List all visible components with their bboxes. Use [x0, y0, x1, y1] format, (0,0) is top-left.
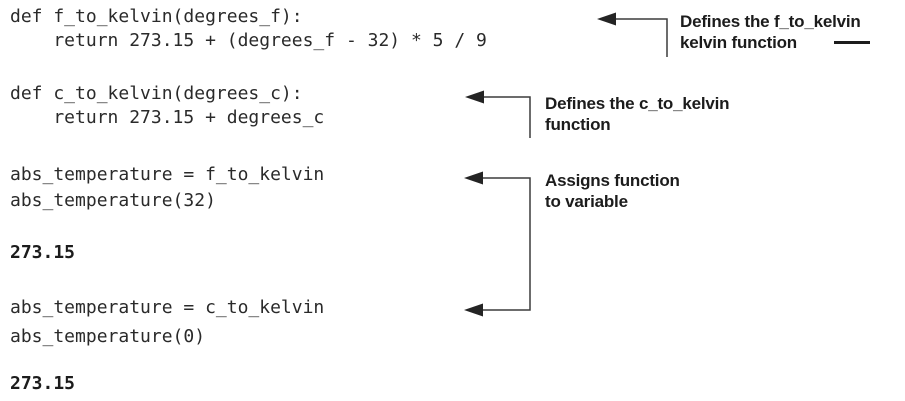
annotation-text-line: Defines the c_to_kelvin — [545, 94, 730, 113]
stray-overline-mark — [834, 41, 870, 44]
code-line-def-f-to-kelvin: def f_to_kelvin(degrees_f): — [10, 6, 303, 27]
annotation-assigns-function: Assigns function to variable — [545, 170, 680, 212]
code-line-assign-f: abs_temperature = f_to_kelvin — [10, 164, 325, 185]
arrow-c-to-kelvin — [465, 90, 531, 138]
code-line-return-c: return 273.15 + degrees_c — [10, 107, 325, 128]
code-line-call-0: abs_temperature(0) — [10, 326, 206, 347]
output-value-2: 273.15 — [10, 373, 76, 394]
annotation-defines-c-to-kelvin: Defines the c_to_kelvin function — [545, 93, 730, 135]
annotation-text-line: Defines the f_to_kelvin — [680, 12, 861, 31]
arrow-f-to-kelvin — [597, 12, 668, 57]
code-line-assign-c: abs_temperature = c_to_kelvin — [10, 297, 325, 318]
annotation-text-line: to variable — [545, 192, 628, 211]
code-line-call-32: abs_temperature(32) — [10, 190, 216, 211]
annotation-text-line: kelvin function — [680, 33, 797, 52]
output-value-1: 273.15 — [10, 242, 76, 263]
annotation-text-line: Assigns function — [545, 171, 680, 190]
annotation-defines-f-to-kelvin: Defines the f_to_kelvin kelvin function — [680, 11, 870, 53]
code-line-return-f: return 273.15 + (degrees_f - 32) * 5 / 9 — [10, 30, 487, 51]
annotation-text-line: function — [545, 115, 611, 134]
arrow-assigns-function-fork — [464, 171, 531, 317]
code-line-def-c-to-kelvin: def c_to_kelvin(degrees_c): — [10, 83, 303, 104]
